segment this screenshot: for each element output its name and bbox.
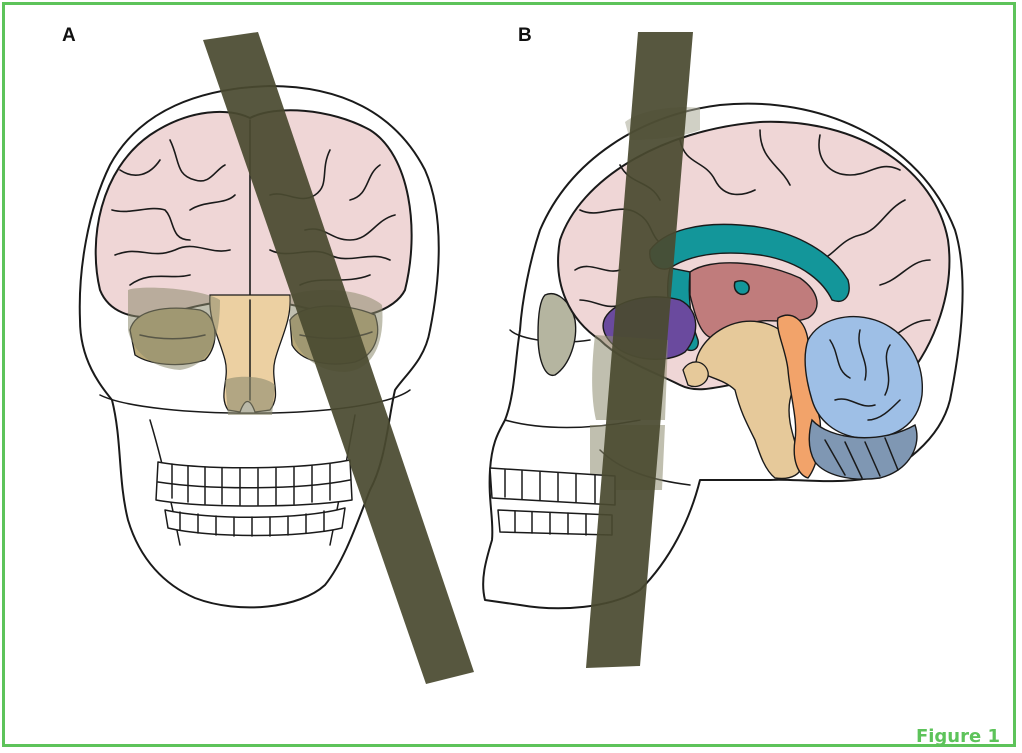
panel-a-label: A	[62, 25, 76, 47]
panel-b-label: B	[518, 25, 532, 47]
figure-label: Figure 1	[916, 726, 1000, 747]
teeth-front	[156, 460, 352, 536]
panel-b-side-view	[483, 104, 963, 609]
